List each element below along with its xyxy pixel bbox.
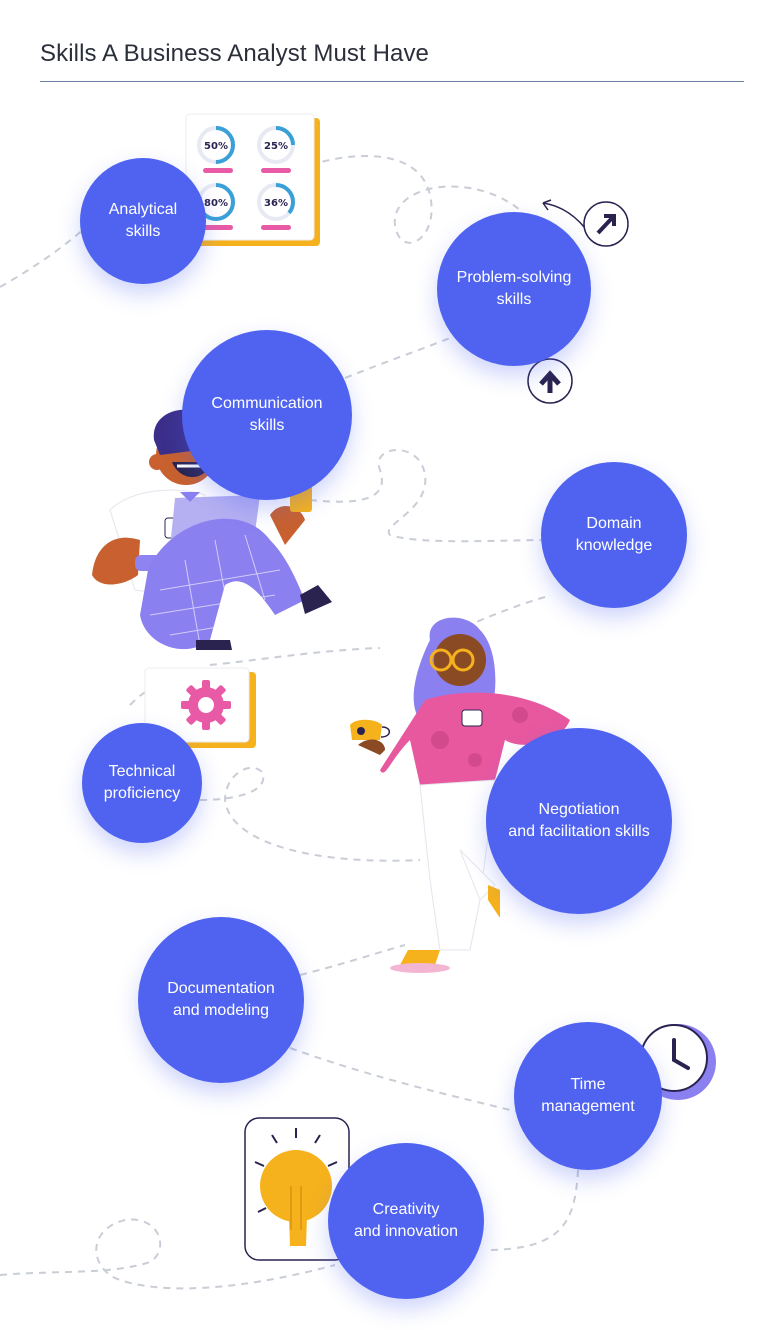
skill-communication: Communication skills	[182, 330, 352, 500]
skill-time-management: Time management	[514, 1022, 662, 1170]
page-title: Skills A Business Analyst Must Have	[40, 40, 429, 67]
gear-icon	[181, 680, 231, 730]
skill-label: Negotiation and facilitation skills	[508, 801, 650, 840]
gauge-label: 80%	[204, 198, 228, 209]
gauge-label: 50%	[204, 141, 228, 152]
skill-problem-solving: Problem-solving skills	[437, 212, 591, 366]
skill-label: Time management	[541, 1076, 635, 1115]
gauge-label: 25%	[264, 141, 288, 152]
skill-label: Documentation and modeling	[167, 980, 275, 1019]
skill-technical-proficiency: Technical proficiency	[82, 723, 202, 843]
gauge-label: 36%	[264, 198, 288, 209]
skill-analytical: Analytical skills	[80, 158, 206, 284]
woman-illustration	[350, 617, 570, 973]
gauge-arc	[197, 126, 235, 164]
lightbulb-icon	[244, 1117, 350, 1261]
skill-label: Communication skills	[211, 395, 323, 434]
skill-label: Technical proficiency	[103, 763, 181, 802]
skill-label: Analytical skills	[108, 201, 178, 240]
skill-domain-knowledge: Domain knowledge	[541, 462, 687, 608]
skill-negotiation-facilitation: Negotiation and facilitation skills	[486, 728, 672, 914]
gauge-arc	[257, 183, 295, 221]
skill-label: Problem-solving skills	[456, 269, 572, 308]
skill-label: Creativity and innovation	[353, 1201, 459, 1240]
skill-documentation-modeling: Documentation and modeling	[138, 917, 304, 1083]
skill-label: Domain knowledge	[575, 515, 653, 554]
gauge-arc	[257, 126, 295, 164]
skill-creativity-innovation: Creativity and innovation	[328, 1143, 484, 1299]
title-divider	[40, 81, 744, 82]
